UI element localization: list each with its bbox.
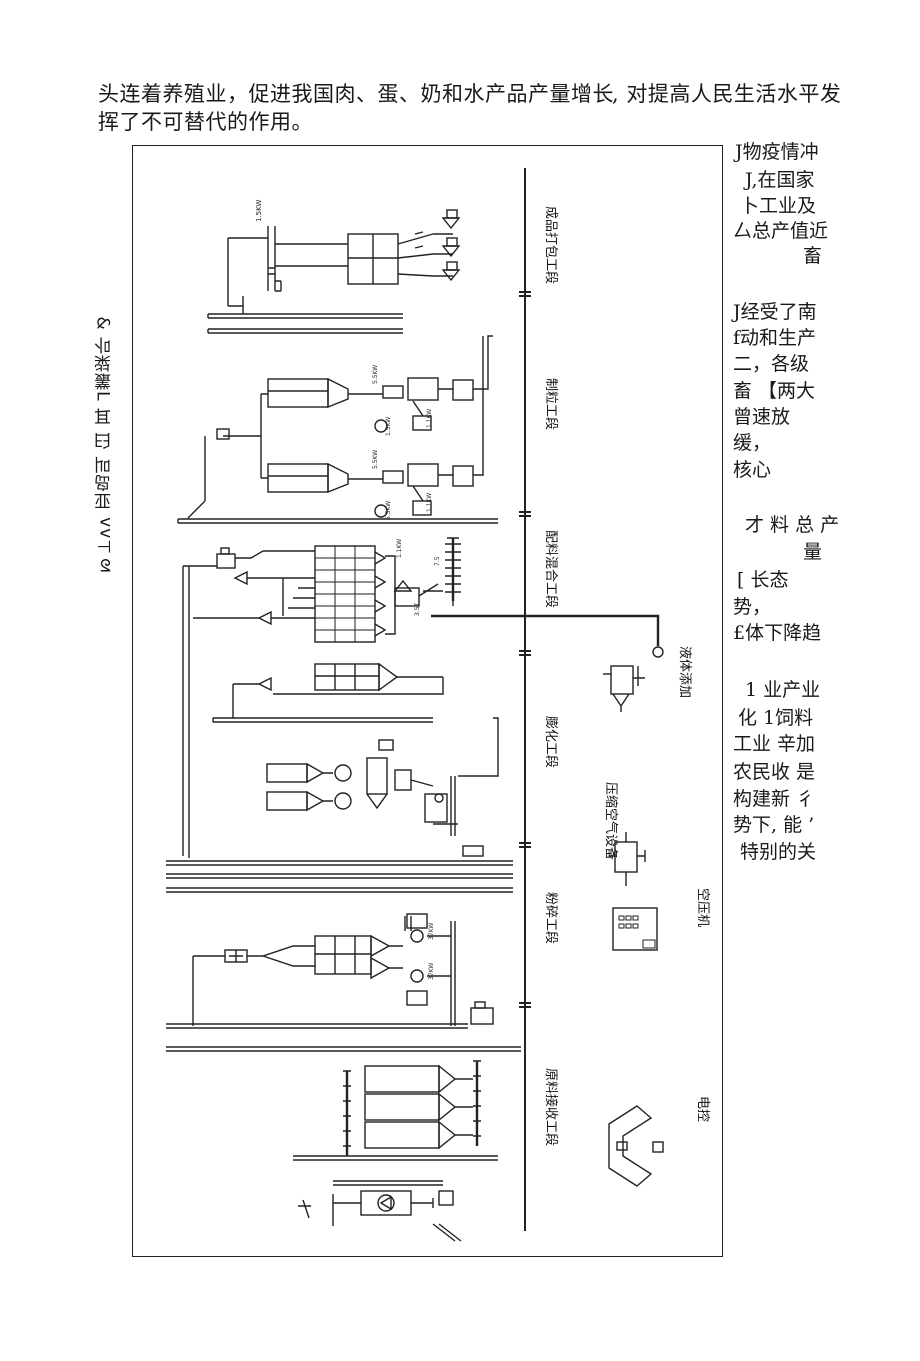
side-line: J物疫情冲 — [735, 141, 819, 163]
side-line: 构建新 彳 — [733, 788, 816, 810]
side-line: 1 业产业 — [745, 679, 821, 701]
side-line: 化 1饲料 — [738, 707, 814, 729]
mix-label-a: 1.1KW — [396, 539, 403, 558]
side-line: 量 — [803, 541, 823, 563]
side-line: 才 料 总 产 — [745, 514, 840, 536]
pack-motor-label: 1.5KW — [255, 200, 263, 222]
side-line: 势， — [733, 596, 772, 618]
grinding-section: 37KW 37KW — [192, 845, 494, 1026]
side-line: f动和生产 — [733, 327, 817, 349]
side-line: [ 长态 — [737, 569, 789, 591]
paragraph-line-2: 挥了不可替代的作用。 — [98, 110, 313, 134]
label-compressed-air: 压缩空气设备 — [603, 782, 619, 860]
side-line: 畜 【两大 — [733, 380, 816, 402]
liquid-addition — [431, 614, 664, 712]
pellet-label-a: 1.1KW — [426, 409, 433, 428]
side-line: 特别的关 — [740, 841, 817, 863]
process-flow-diagram: 成品打包工段 制粒工段 配料混合工段 膨化工段 粉碎工段 原料接收工段 液体添加… — [132, 145, 723, 1257]
side-line: 工业 辛加 — [733, 733, 816, 755]
mix-label-b: 3.5T — [414, 602, 421, 616]
electric-control — [608, 1105, 664, 1187]
mix-label-c: 7.5 — [434, 556, 441, 566]
section-label-packing: 成品打包工段 — [543, 206, 558, 284]
side-line: 二，各级 — [733, 353, 810, 375]
conveyor-pipes — [166, 313, 521, 1186]
side-line: 缓， — [733, 432, 772, 454]
section-ticks — [519, 291, 531, 1008]
side-line: J,在国家 — [745, 169, 815, 191]
pellet-motor-label-2: 5.5KW — [372, 450, 379, 469]
process-flow-svg: 成品打包工段 制粒工段 配料混合工段 膨化工段 粉碎工段 原料接收工段 液体添加… — [166, 168, 710, 1242]
side-line: 农民收 是 — [733, 761, 816, 783]
side-line: 畜 — [803, 245, 823, 267]
pellet-label-b: 1.1KW — [426, 493, 433, 512]
packing-section: 1.5KW — [227, 200, 461, 314]
side-line: 厶总产值近 — [733, 220, 829, 242]
side-line: 核心 — [733, 459, 772, 481]
air-equipment — [609, 832, 658, 951]
side-line: 卜工业及 — [740, 195, 817, 217]
extrusion-section — [232, 662, 499, 836]
side-line: 势下, 能 ’ — [733, 814, 815, 836]
receiving-section — [298, 1060, 481, 1242]
paragraph-line-1b: , 对提高人民生活水平发 — [612, 82, 842, 106]
paragraph-line-1a: 头连着养殖业，促进我国肉、蛋、奶和水产品产量增长 — [98, 82, 614, 106]
pelleting-section: 5.5KW 5.5KW 1.1KW 1.1KW 1.5KW 5.5KW — [187, 335, 493, 520]
pellet-motor-label-1: 5.5KW — [372, 365, 379, 384]
side-line: J经受了南 — [733, 301, 817, 323]
grind-label-b: 37KW — [428, 963, 435, 980]
pellet-label-d: 5.5KW — [385, 501, 392, 520]
grind-label-a: 37KW — [428, 923, 435, 940]
section-label-pelleting: 制粒工段 — [543, 378, 558, 430]
left-vertical-text: ᘕ⊥ʌʌ 亚岛叫 臼 耳 ⅂叢粊卟 ⅋ — [95, 315, 115, 572]
side-line: 曾速放 — [733, 406, 791, 428]
section-label-extrusion: 膨化工段 — [543, 716, 558, 768]
label-electric-control: 电控 — [695, 1096, 710, 1122]
batching-section: 1.1KW 3.5T 7.5 — [182, 537, 461, 858]
section-label-receiving: 原料接收工段 — [543, 1068, 559, 1146]
pellet-label-c: 1.5KW — [385, 417, 392, 436]
label-liquid-addition: 液体添加 — [677, 646, 692, 698]
section-label-grinding: 粉碎工段 — [543, 892, 558, 944]
section-label-batching: 配料混合工段 — [543, 530, 558, 608]
side-line: £体下降趋 — [733, 622, 822, 644]
label-air-compressor: 空压机 — [695, 888, 710, 927]
